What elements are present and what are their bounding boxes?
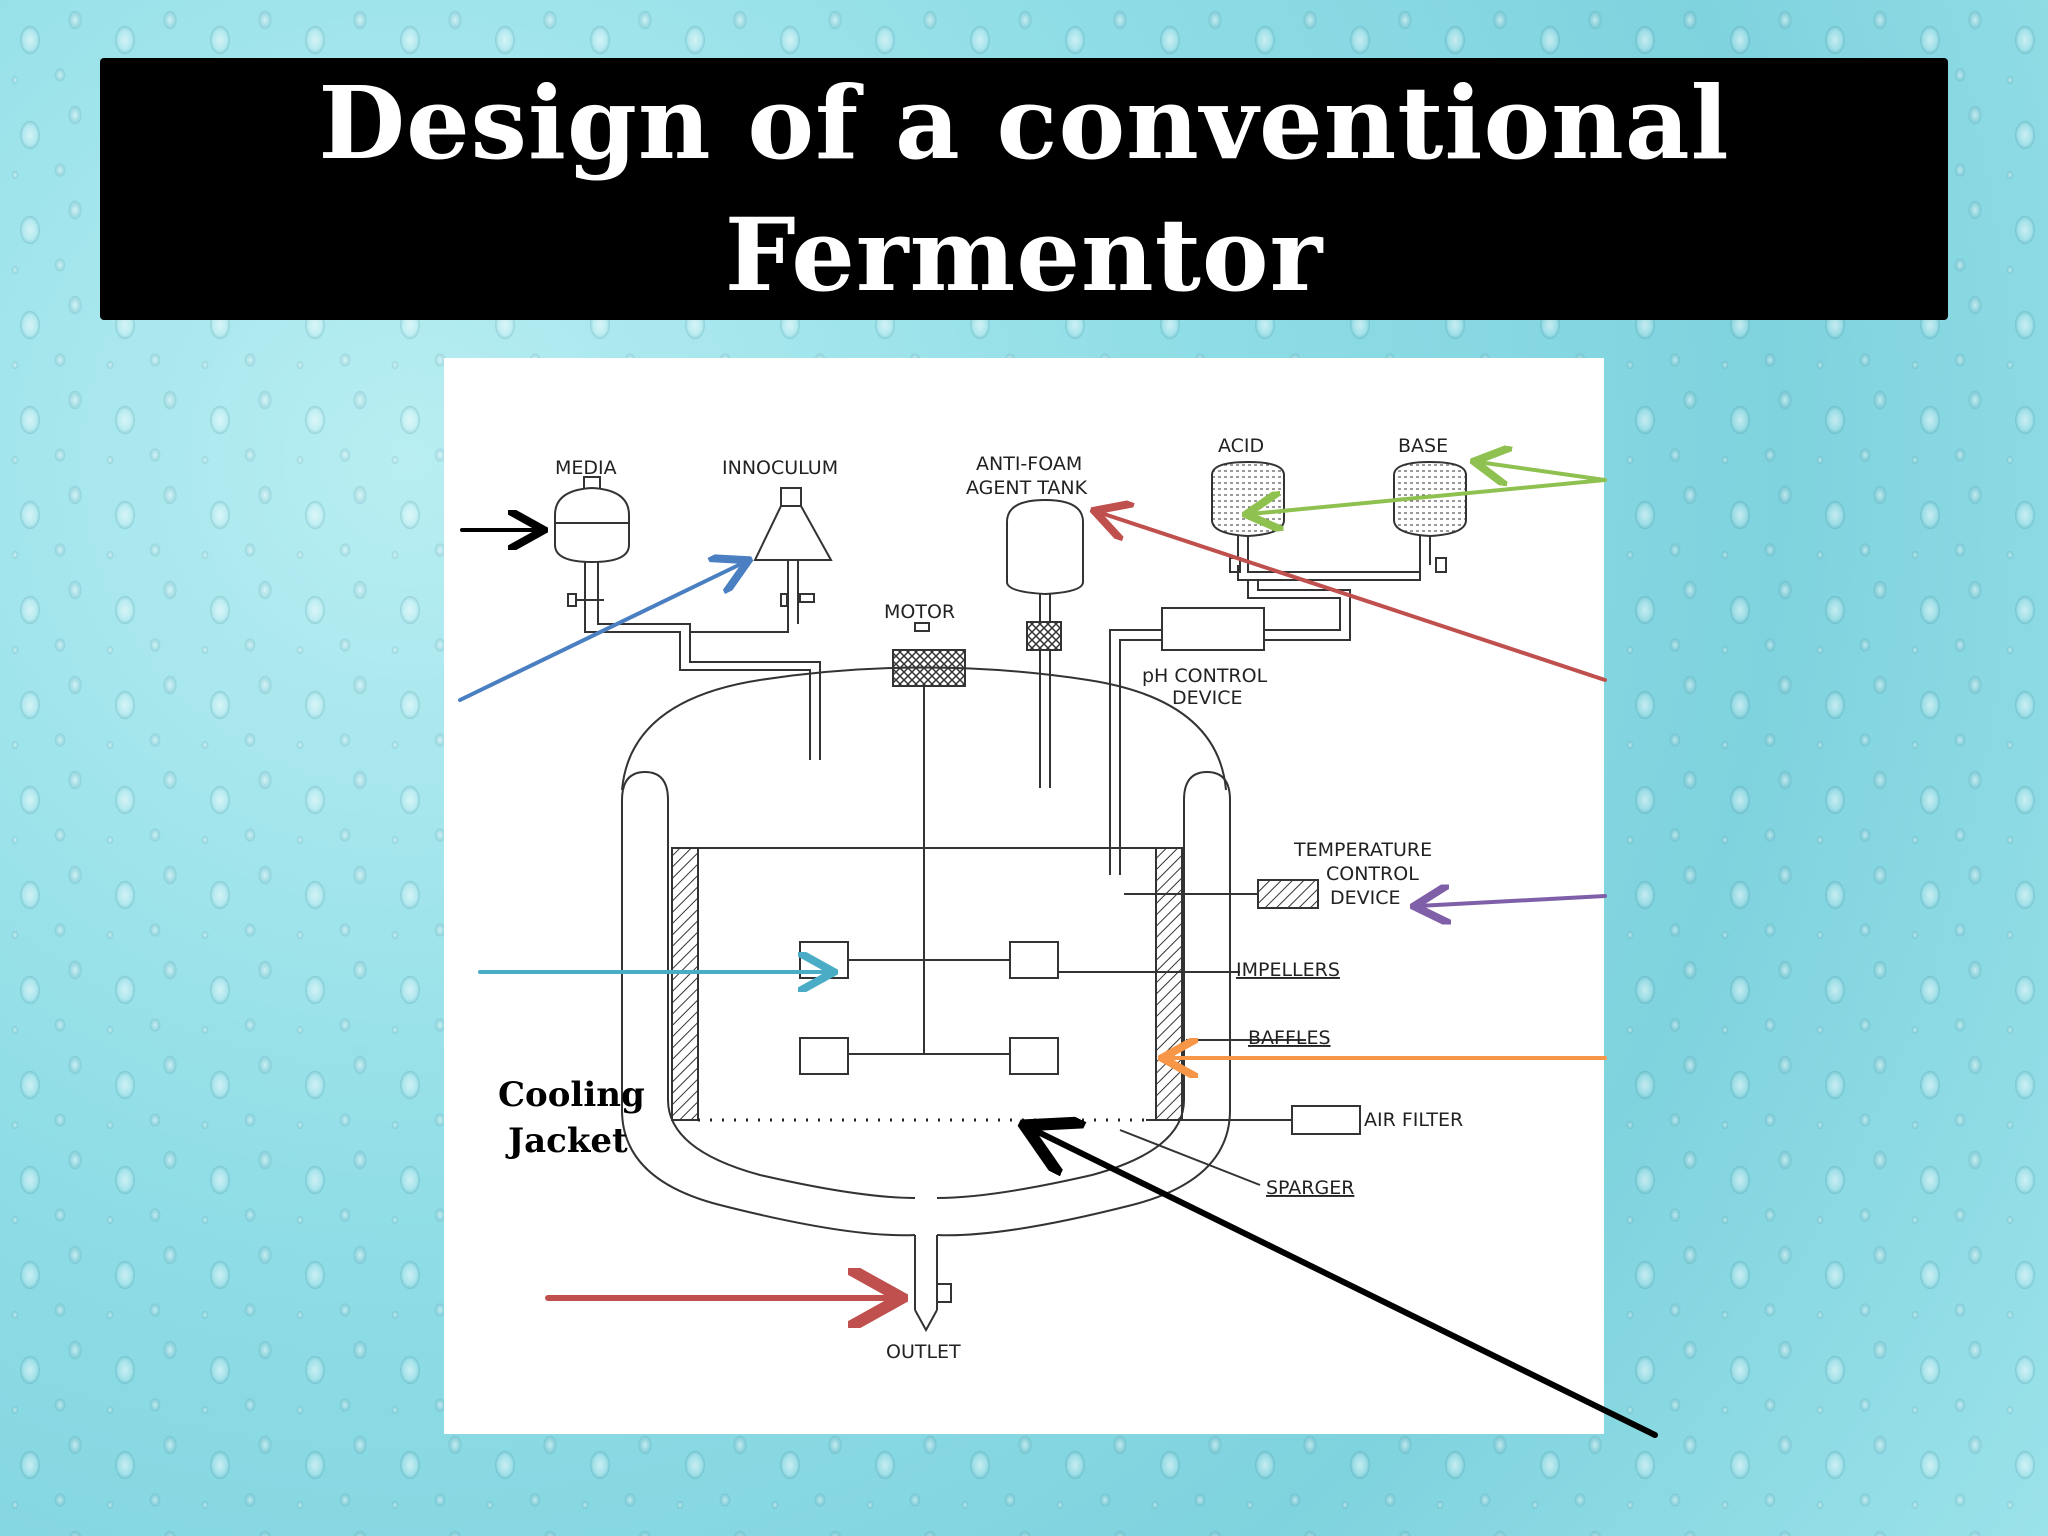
ph-label-line-2: DEVICE bbox=[1172, 687, 1243, 709]
baffles-label: BAFFLES bbox=[1248, 1027, 1331, 1049]
outlet-label: OUTLET bbox=[886, 1341, 961, 1363]
sparger-pointer bbox=[1119, 1129, 1261, 1186]
temperature-control-device bbox=[1124, 879, 1319, 909]
temperature-label-line-3: DEVICE bbox=[1330, 887, 1401, 909]
acid-label: ACID bbox=[1218, 435, 1264, 457]
motor bbox=[892, 622, 966, 1055]
cooling-jacket-label-line-1: Cooling bbox=[498, 1075, 645, 1115]
sparger-label: SPARGER bbox=[1266, 1177, 1354, 1199]
feed-pipes bbox=[584, 600, 821, 760]
motor-label: MOTOR bbox=[884, 601, 955, 623]
antifoam-label-line-1: ANTI-FOAM bbox=[976, 453, 1082, 475]
base-tank bbox=[1393, 460, 1467, 575]
temperature-label-line-2: CONTROL bbox=[1326, 863, 1419, 885]
ph-control-device bbox=[1109, 607, 1265, 875]
innoculum-arrow bbox=[458, 562, 745, 702]
innoculum-label: INNOCULUM bbox=[722, 457, 838, 479]
innoculum-flask bbox=[753, 487, 833, 607]
fermentor-vessel bbox=[621, 666, 1292, 1333]
antifoam-arrow bbox=[1098, 512, 1607, 682]
antifoam-label-line-2: AGENT TANK bbox=[966, 477, 1088, 499]
acid-arrow bbox=[1250, 478, 1607, 514]
title-bar: Design of a conventional Fermentor bbox=[100, 58, 1948, 320]
cooling-jacket-label-line-2: Jacket bbox=[505, 1121, 628, 1161]
page-title-line-2: Fermentor bbox=[724, 196, 1324, 314]
media-tank bbox=[554, 476, 630, 607]
base-arrow bbox=[1478, 462, 1607, 480]
acid-tank bbox=[1211, 460, 1285, 573]
air-filter bbox=[1291, 1105, 1361, 1135]
base-label: BASE bbox=[1398, 435, 1448, 457]
air-filter-label: AIR FILTER bbox=[1364, 1109, 1463, 1131]
temperature-arrow bbox=[1418, 896, 1607, 906]
antifoam-tank bbox=[1006, 498, 1084, 788]
page-title-line-1: Design of a conventional bbox=[318, 64, 1730, 182]
temperature-label-line-1: TEMPERATURE bbox=[1293, 839, 1432, 861]
acid-base-pipes bbox=[1237, 565, 1421, 641]
media-label: MEDIA bbox=[555, 457, 617, 479]
impellers-label: IMPELLERS bbox=[1236, 959, 1340, 981]
ph-label-line-1: pH CONTROL bbox=[1142, 665, 1268, 687]
sparger-arrow bbox=[1030, 1128, 1658, 1438]
